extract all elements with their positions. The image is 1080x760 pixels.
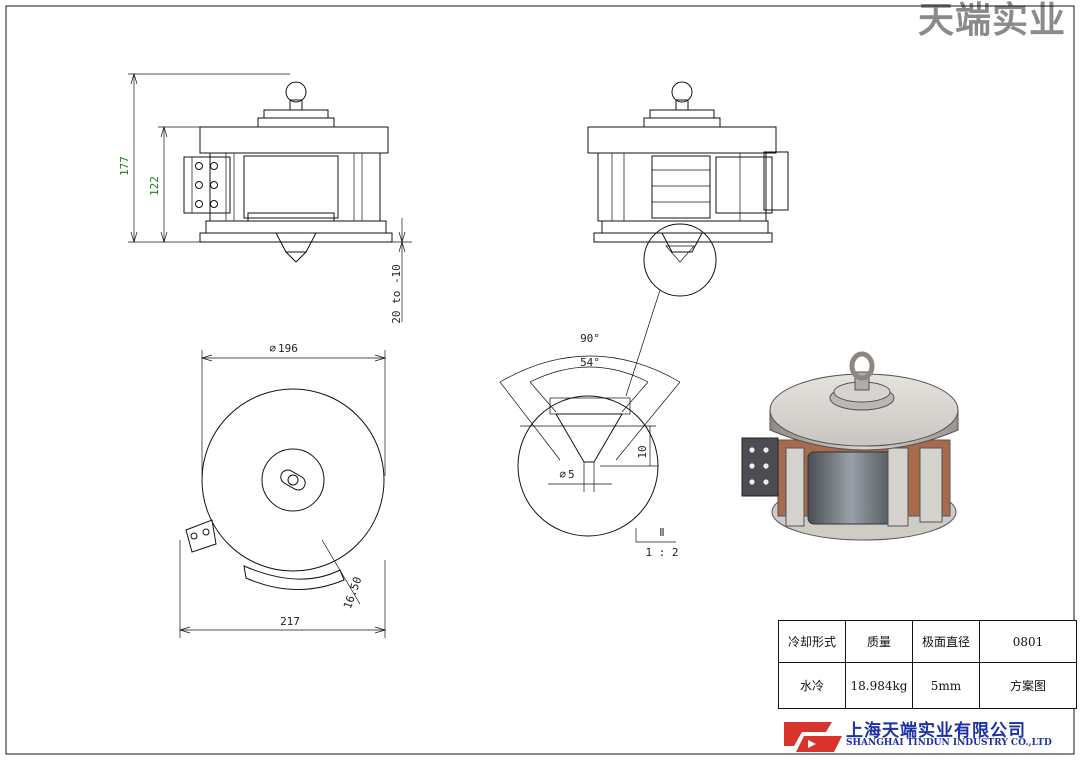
dim-hole-symbol: ⌀ — [559, 468, 566, 481]
front-view — [128, 72, 412, 322]
dim-height-total: 177 — [118, 156, 131, 176]
top-view — [178, 350, 387, 638]
watermark: 天端实业 — [917, 0, 1066, 41]
company-name-cn: 上海天端实业有限公司 — [846, 721, 1026, 741]
company-banner: 上海天端实业有限公司 SHANGHAI TINDUN INDUSTRY CO.,… — [780, 712, 1076, 756]
dim-offset: 16.50 — [341, 575, 365, 611]
company-name-en: SHANGHAI TINDUN INDUSTRY CO.,LTD — [846, 738, 1052, 748]
value-mass: 18.984kg — [845, 662, 913, 709]
isometric-view — [741, 351, 959, 541]
header-code: 0801 — [979, 620, 1077, 663]
detail-scale: 1 : 2 — [645, 546, 678, 559]
value-cooling: 水冷 — [778, 662, 846, 709]
dim-depth: 10 — [636, 445, 649, 458]
header-mass: 质量 — [845, 620, 913, 663]
dim-height-body: 122 — [148, 176, 161, 196]
dim-hole-diameter: 5 — [568, 468, 575, 481]
title-block: 冷却形式 质量 极面直径 0801 水冷 18.984kg 5mm 方案图 — [778, 620, 1077, 709]
sheet-border — [5, 5, 1075, 755]
dim-width-total: 217 — [280, 615, 300, 628]
detail-letter: Ⅱ — [659, 526, 664, 539]
dim-diameter: 196 — [278, 342, 298, 355]
terminal-holes — [195, 162, 218, 208]
value-scheme: 方案图 — [979, 662, 1077, 709]
value-pole-diameter: 5mm — [912, 662, 980, 709]
header-cooling: 冷却形式 — [778, 620, 846, 663]
dim-gap-range: 20 to -10 — [390, 264, 403, 324]
dim-angle-inner: 54° — [580, 356, 600, 369]
side-view — [587, 81, 789, 397]
dim-diameter-symbol: ⌀ — [269, 342, 276, 355]
header-pole-diameter: 极面直径 — [912, 620, 980, 663]
company-logo-icon — [784, 722, 842, 752]
dim-angle-outer: 90° — [580, 332, 600, 345]
detail-view — [499, 355, 681, 543]
